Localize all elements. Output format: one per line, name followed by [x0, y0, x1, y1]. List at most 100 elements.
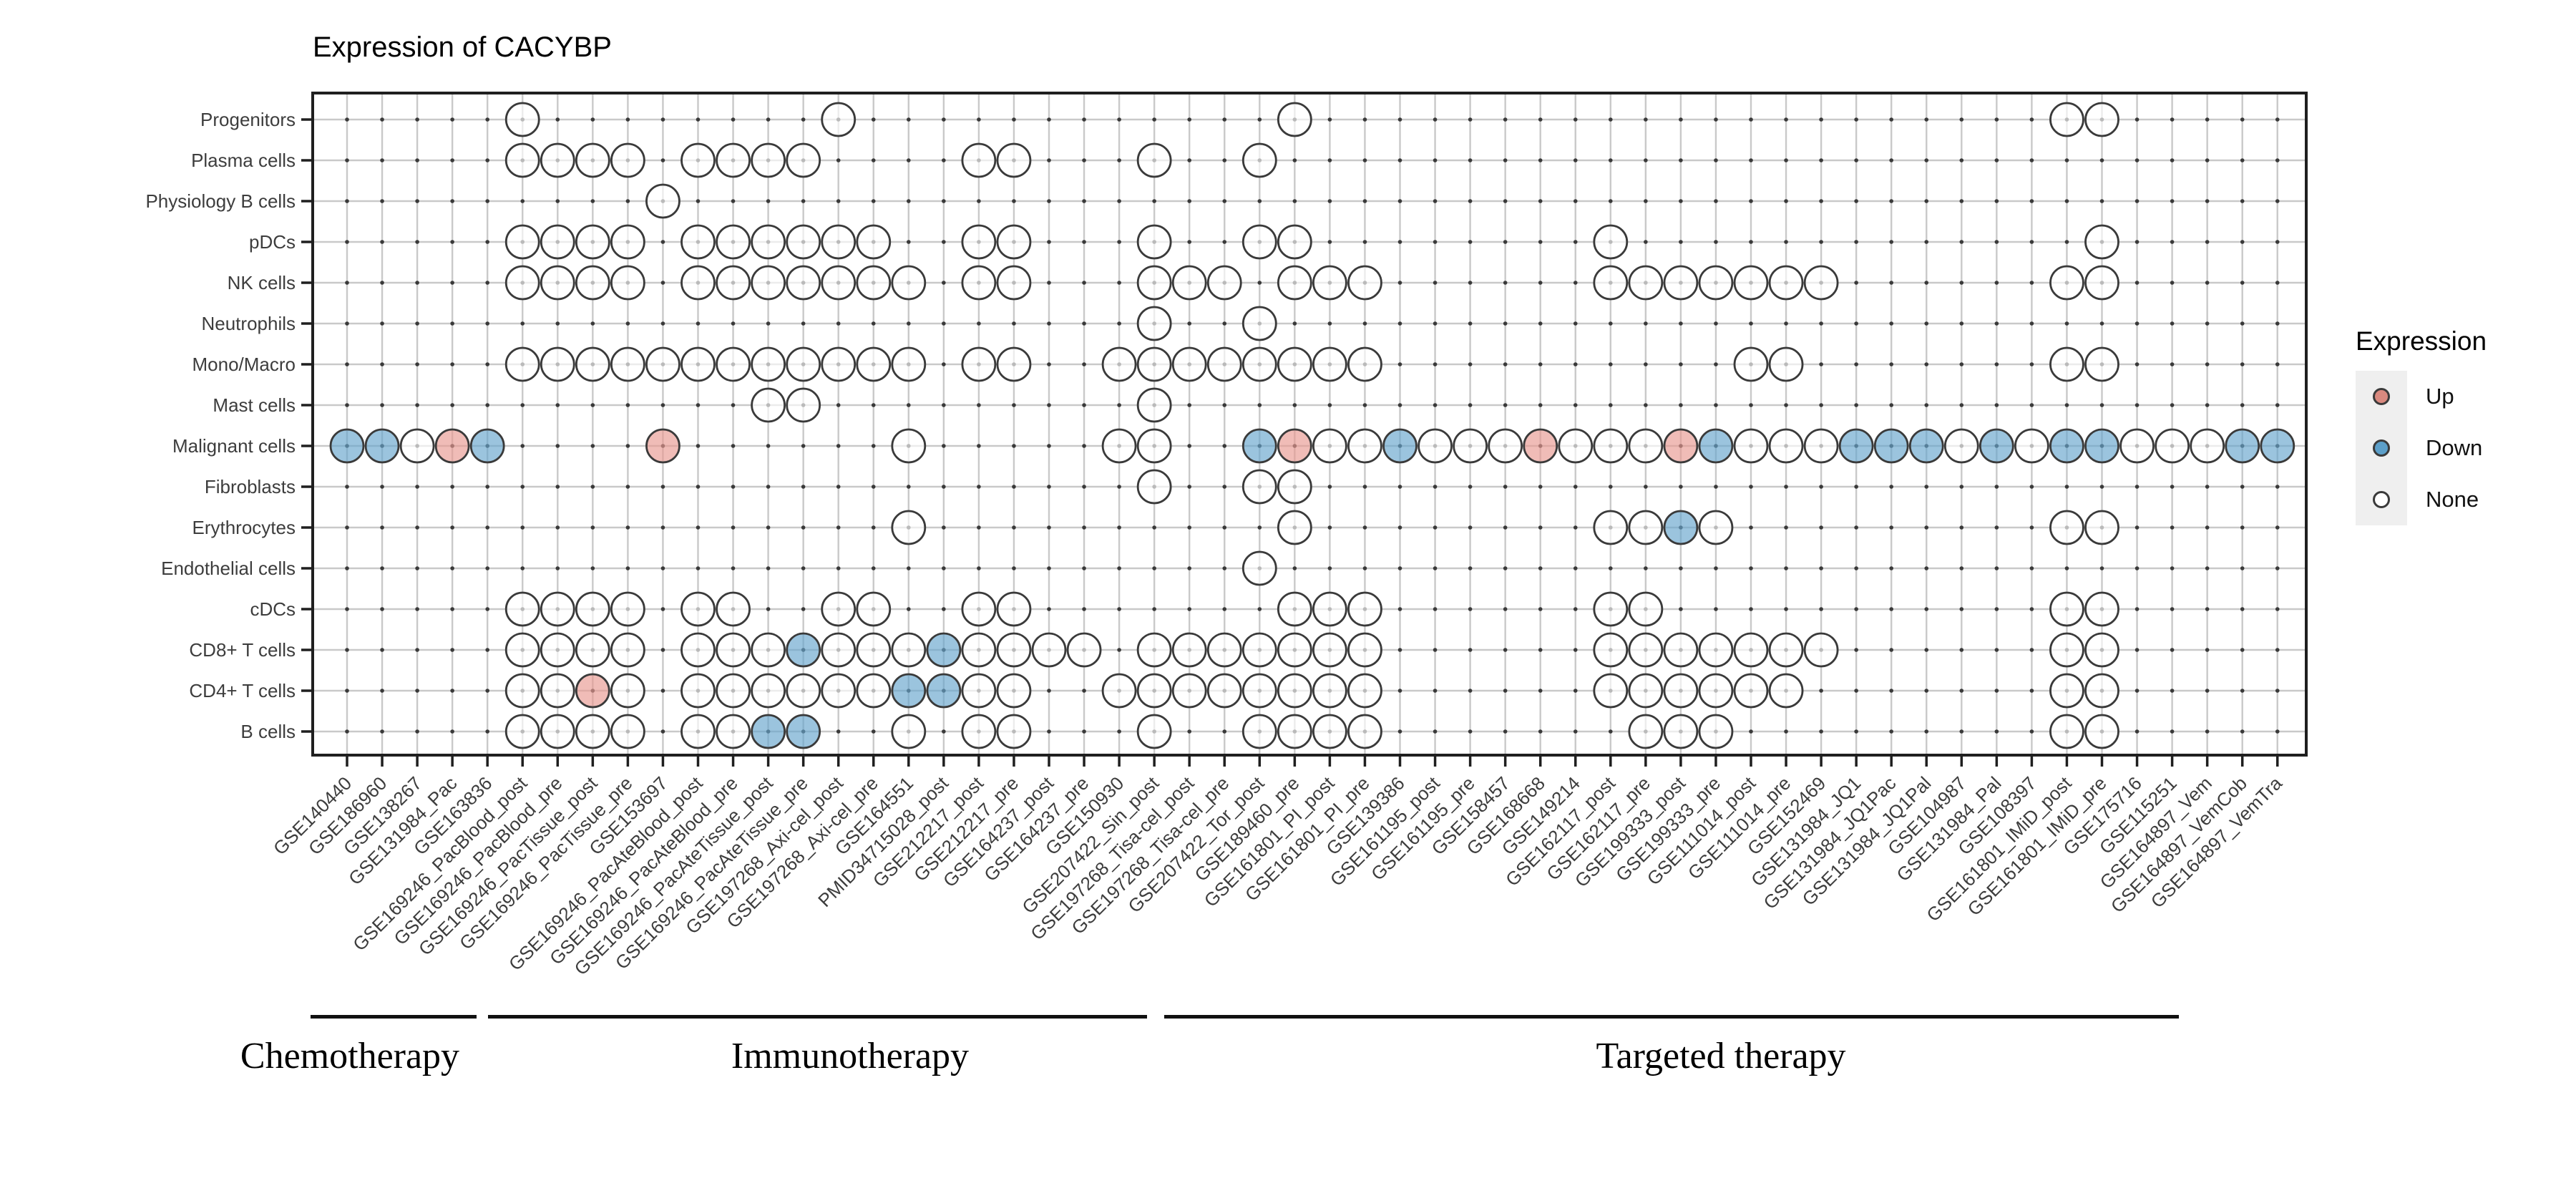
grid-intersection-dot: [2275, 199, 2280, 203]
grid-intersection-dot: [801, 566, 806, 570]
expression-dot: [1312, 673, 1347, 709]
legend-item-label: Down: [2426, 435, 2483, 460]
grid-intersection-dot: [766, 117, 771, 122]
grid-intersection-dot: [1538, 607, 1543, 611]
expression-dot: [2119, 428, 2155, 464]
grid-intersection-dot: [1397, 199, 1402, 203]
expression-dot: [1347, 346, 1382, 382]
grid-intersection-dot: [2275, 485, 2280, 489]
grid-intersection-dot: [2029, 485, 2034, 489]
grid-intersection-dot: [1959, 321, 1964, 326]
grid-intersection-dot: [1924, 158, 1929, 162]
grid-intersection-dot: [1538, 199, 1543, 203]
grid-intersection-dot: [1994, 158, 1999, 162]
grid-intersection-dot: [1222, 403, 1227, 407]
grid-intersection-dot: [1784, 485, 1788, 489]
expression-dot: [575, 224, 610, 260]
grid-intersection-dot: [2205, 403, 2210, 407]
grid-intersection-dot: [660, 607, 665, 611]
expression-dot: [961, 673, 997, 709]
grid-intersection-dot: [2170, 281, 2175, 285]
expression-dot: [751, 142, 786, 178]
grid-intersection-dot: [345, 607, 349, 611]
expression-dot: [996, 673, 1032, 709]
grid-intersection-dot: [380, 607, 384, 611]
expression-dot: [469, 428, 505, 464]
expression-dot: [1136, 387, 1172, 423]
grid-intersection-dot: [1854, 648, 1858, 652]
grid-intersection-dot: [2170, 321, 2175, 326]
grid-intersection-dot: [1397, 648, 1402, 652]
grid-intersection-dot: [1538, 525, 1543, 530]
expression-dot: [1768, 428, 1804, 464]
expression-dot: [1031, 632, 1067, 668]
expression-dot: [2084, 102, 2119, 137]
grid-intersection-dot: [1784, 199, 1788, 203]
grid-intersection-dot: [2135, 158, 2140, 162]
expression-dot: [996, 142, 1032, 178]
grid-intersection-dot: [2029, 117, 2034, 122]
expression-dot: [1628, 673, 1664, 709]
expression-dot: [1206, 673, 1242, 709]
expression-dot: [1312, 428, 1347, 464]
grid-intersection-dot: [1994, 281, 1999, 285]
grid-intersection-dot: [1573, 729, 1578, 734]
expression-dot: [716, 673, 751, 709]
grid-intersection-dot: [1082, 485, 1086, 489]
grid-intersection-dot: [1573, 648, 1578, 652]
grid-intersection-dot: [1503, 403, 1508, 407]
expression-dot: [680, 632, 716, 668]
grid-intersection-dot: [696, 485, 701, 489]
grid-intersection-dot: [1012, 321, 1016, 326]
expression-dot: [1136, 142, 1172, 178]
grid-intersection-dot: [1397, 485, 1402, 489]
grid-intersection-dot: [345, 117, 349, 122]
grid-intersection-dot: [1187, 117, 1191, 122]
group-label-immunotherapy: Immunotherapy: [731, 1036, 969, 1076]
grid-intersection-dot: [1047, 362, 1051, 366]
expression-dot: [2084, 714, 2119, 749]
grid-intersection-dot: [2240, 566, 2245, 570]
grid-intersection-dot: [871, 158, 876, 162]
grid-intersection-dot: [625, 321, 630, 326]
grid-intersection-dot: [1397, 729, 1402, 734]
grid-intersection-dot: [660, 525, 665, 530]
expression-dot: [786, 632, 821, 668]
grid-intersection-dot: [1573, 525, 1578, 530]
panel-border: [311, 92, 2308, 757]
grid-intersection-dot: [1573, 240, 1578, 244]
expression-dot: [610, 673, 645, 709]
expression-dot: [891, 714, 927, 749]
expression-dot: [1943, 428, 1979, 464]
grid-intersection-dot: [2205, 240, 2210, 244]
grid-intersection-dot: [2170, 566, 2175, 570]
y-axis-label: CD4+ T cells: [189, 680, 296, 701]
grid-intersection-dot: [1117, 240, 1121, 244]
expression-dot: [1558, 428, 1594, 464]
grid-intersection-dot: [801, 485, 806, 489]
grid-intersection-dot: [1889, 321, 1893, 326]
expression-dot: [1277, 265, 1312, 301]
expression-dot: [716, 346, 751, 382]
expression-dot: [856, 673, 892, 709]
up-dot-icon: [2373, 388, 2390, 405]
expression-dot: [1277, 428, 1312, 464]
grid-intersection-dot: [2205, 648, 2210, 652]
grid-intersection-dot: [766, 525, 771, 530]
grid-intersection-dot: [345, 485, 349, 489]
down-dot-icon: [2373, 439, 2390, 457]
grid-intersection-dot: [415, 729, 419, 734]
grid-intersection-dot: [1503, 362, 1508, 366]
grid-intersection-dot: [1994, 117, 1999, 122]
grid-intersection-dot: [415, 281, 419, 285]
grid-intersection-dot: [2064, 158, 2069, 162]
expression-dot: [961, 346, 997, 382]
expression-dot: [786, 142, 821, 178]
expression-dot: [1698, 510, 1734, 545]
grid-intersection-dot: [696, 444, 701, 448]
grid-intersection-dot: [731, 321, 736, 326]
grid-intersection-dot: [871, 485, 876, 489]
expression-dot: [645, 183, 680, 219]
grid-intersection-dot: [1889, 362, 1893, 366]
